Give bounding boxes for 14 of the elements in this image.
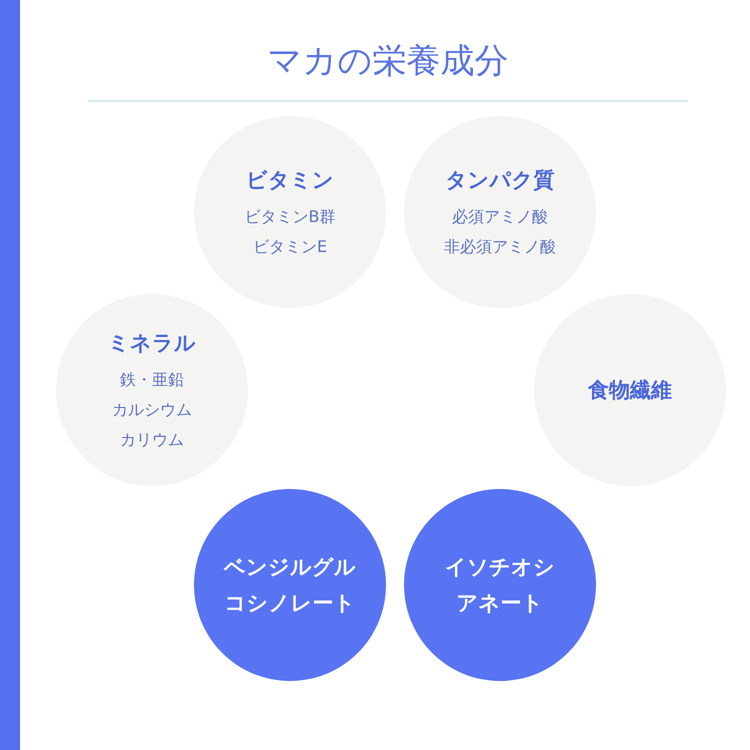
- circle-heading: ベンジルグルコシノレート: [222, 554, 357, 617]
- circle-heading: ビタミン: [245, 167, 335, 194]
- circle-heading: イソチオシアネート: [444, 554, 556, 617]
- circle-heading: 食物繊維: [586, 377, 673, 404]
- title: マカの栄養成分: [266, 40, 510, 83]
- circle-heading: ミネラル: [107, 330, 197, 357]
- circle-item: カルシウム: [112, 399, 192, 421]
- circle-heading: タンパク質: [444, 167, 556, 194]
- circle-item: 必須アミノ酸: [452, 206, 548, 228]
- circle-item: 鉄・亜鉛: [120, 369, 184, 391]
- circle-item: カリウム: [120, 429, 184, 451]
- circle-item: ビタミンE: [252, 236, 328, 258]
- circle-item: 非必須アミノ酸: [444, 236, 556, 258]
- circle-item: ビタミンB群: [244, 206, 336, 228]
